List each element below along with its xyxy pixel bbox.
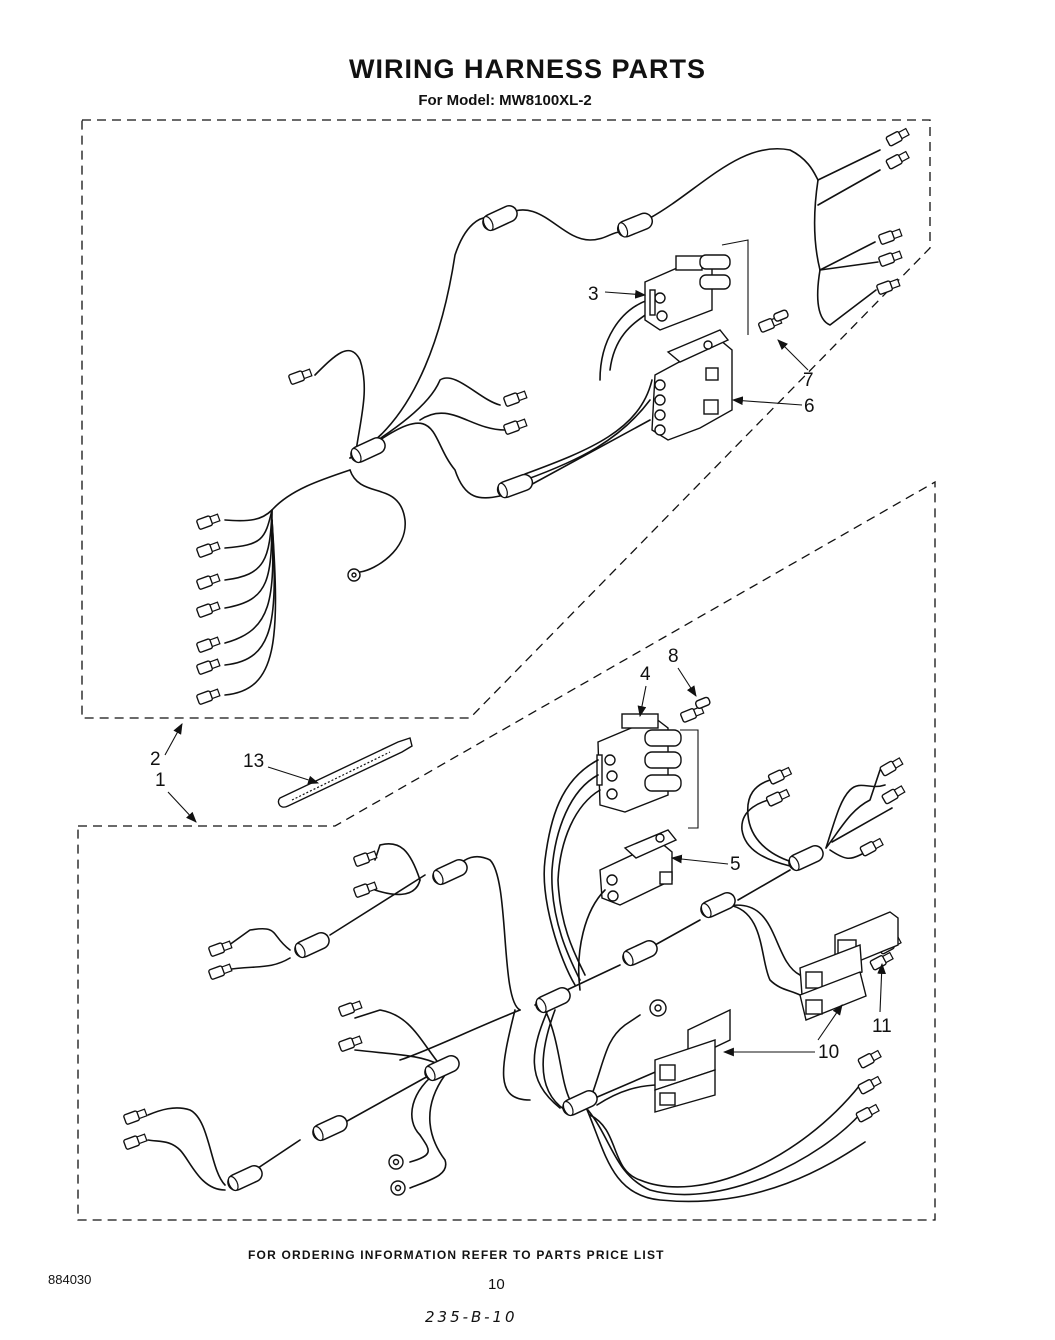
model-subtitle: For Model: MW8100XL-2 [418, 92, 592, 109]
callout-3: 4 [640, 664, 651, 685]
handwritten-note: 235-B-10 [425, 1308, 518, 1326]
harness-assembly-lower [122, 696, 907, 1203]
dashed-outline-lower [77, 480, 936, 1221]
callout-4: 3 [588, 284, 599, 305]
callout-13: 13 [243, 751, 264, 772]
connector-part-3 [596, 713, 682, 813]
connector-part-6 [651, 329, 733, 441]
callout-11: 11 [872, 1016, 892, 1037]
connector-part-10-right [799, 911, 899, 1021]
tie-strap-part-13 [277, 737, 413, 808]
callout-1: 1 [155, 770, 166, 791]
document-number: 884030 [48, 1272, 92, 1287]
callout-2: 2 [150, 749, 161, 770]
connector-part-10 [654, 1008, 731, 1113]
callout-8: 8 [668, 646, 679, 667]
callout-5: 5 [730, 854, 741, 875]
callout-10: 10 [818, 1042, 839, 1063]
page-title: WIRING HARNESS PARTS [348, 54, 706, 84]
connector-part-4 [644, 254, 731, 331]
callout-7: 7 [803, 370, 814, 391]
page-number: 10 [488, 1276, 505, 1293]
harness-assembly-upper [81, 119, 931, 719]
callouts: 3 7 6 2 13 1 4 8 5 10 11 [150, 284, 892, 1063]
callout-6: 6 [804, 396, 815, 417]
connector-part-5 [599, 829, 678, 906]
ordering-note: FOR ORDERING INFORMATION REFER TO PARTS … [248, 1248, 665, 1262]
dashed-outline-upper [81, 119, 931, 719]
